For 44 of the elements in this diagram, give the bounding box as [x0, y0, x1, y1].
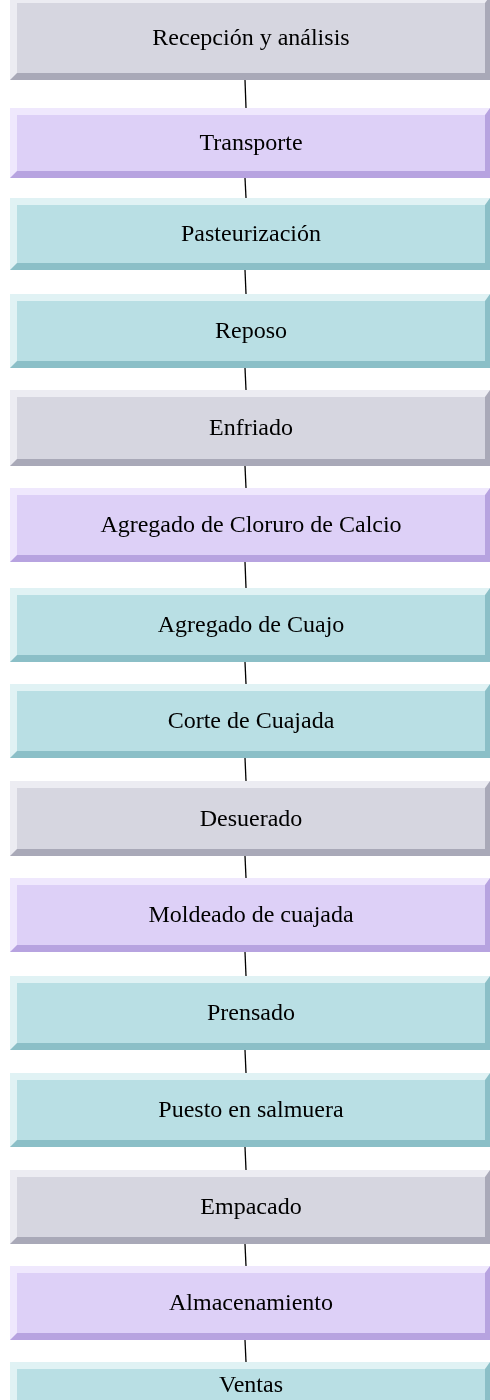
step-label: Moldeado de cuajada: [148, 901, 354, 929]
step-label: Agregado de Cuajo: [157, 611, 345, 639]
connector-line: [244, 177, 247, 199]
step-label: Prensado: [207, 999, 295, 1027]
process-box: [10, 976, 490, 1050]
step-label: Puesto en salmuera: [158, 1096, 344, 1124]
process-box: [10, 390, 490, 466]
step-label: Transporte: [199, 129, 303, 157]
connector-line: [244, 757, 247, 782]
connector-line: [244, 1243, 247, 1267]
connector-line: [244, 1339, 247, 1363]
step-label: Almacenamiento: [169, 1289, 333, 1317]
process-box: [10, 488, 490, 562]
step-label: Corte de Cuajada: [167, 707, 335, 735]
process-box: [10, 588, 490, 662]
process-box: [10, 198, 490, 270]
connector-line: [244, 1049, 247, 1074]
connector-line: [244, 269, 247, 295]
process-box: [10, 781, 490, 856]
process-box: [10, 294, 490, 368]
connector-line: [244, 367, 247, 391]
step-label: Ventas: [219, 1371, 283, 1399]
step-label: Desuerado: [199, 804, 303, 833]
step-label: Reposo: [215, 317, 287, 345]
step-label: Agregado de Cloruro de Calcio: [100, 511, 402, 539]
process-box: [10, 1073, 490, 1147]
step-label: Enfriado: [209, 414, 293, 442]
connector-line: [244, 661, 247, 685]
process-box: [10, 108, 490, 178]
process-box: [10, 684, 490, 758]
connector-line: [244, 951, 247, 977]
process-box: [10, 1362, 490, 1400]
step-label: Pasteurización: [181, 220, 321, 248]
process-box: [10, 878, 490, 952]
connector-line: [244, 561, 247, 589]
process-box: [10, 0, 490, 80]
step-label: Empacado: [200, 1193, 302, 1221]
process-box: [10, 1266, 490, 1340]
step-label: Recepción y análisis: [152, 24, 350, 52]
connector-line: [244, 1146, 247, 1171]
connector-line: [244, 855, 247, 879]
connector-line: [244, 465, 247, 489]
process-box: [10, 1170, 490, 1244]
connector-line: [244, 79, 247, 109]
